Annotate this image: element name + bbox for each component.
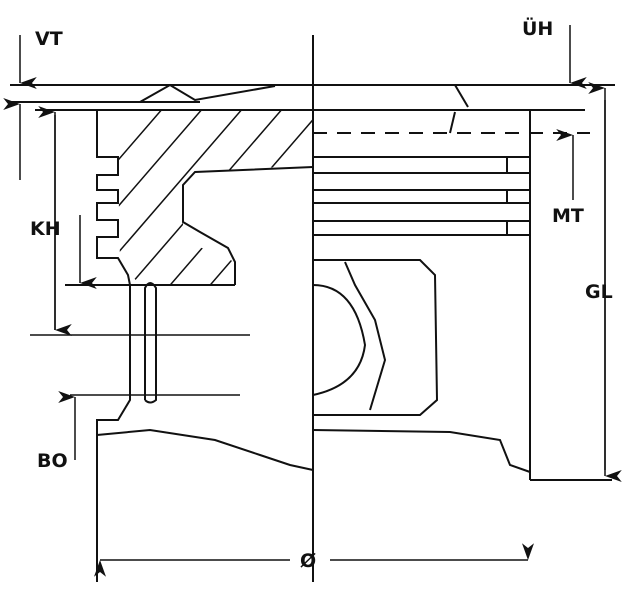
label-vt: VT bbox=[35, 28, 63, 50]
piston-side-view bbox=[312, 110, 531, 480]
label-gl: GL bbox=[585, 281, 613, 303]
label-diameter: Ø bbox=[300, 550, 316, 572]
skirt-lower-left bbox=[96, 428, 314, 471]
label-bo: BO bbox=[37, 450, 68, 472]
crown-inner-outline bbox=[182, 166, 314, 285]
piston-section-left bbox=[96, 110, 131, 582]
oil-hole-slot bbox=[144, 282, 157, 404]
label-mt: MT bbox=[552, 205, 584, 227]
dimension-arrows bbox=[3, 25, 622, 577]
label-kh: KH bbox=[30, 218, 61, 240]
valve-pocket-outline bbox=[139, 83, 469, 134]
label-uh: ÜH bbox=[522, 16, 553, 40]
